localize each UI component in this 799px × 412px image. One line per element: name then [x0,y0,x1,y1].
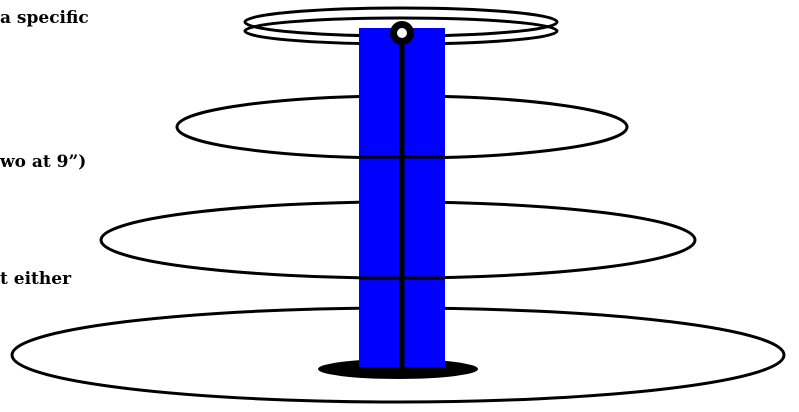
top-pin-hole [397,28,407,38]
